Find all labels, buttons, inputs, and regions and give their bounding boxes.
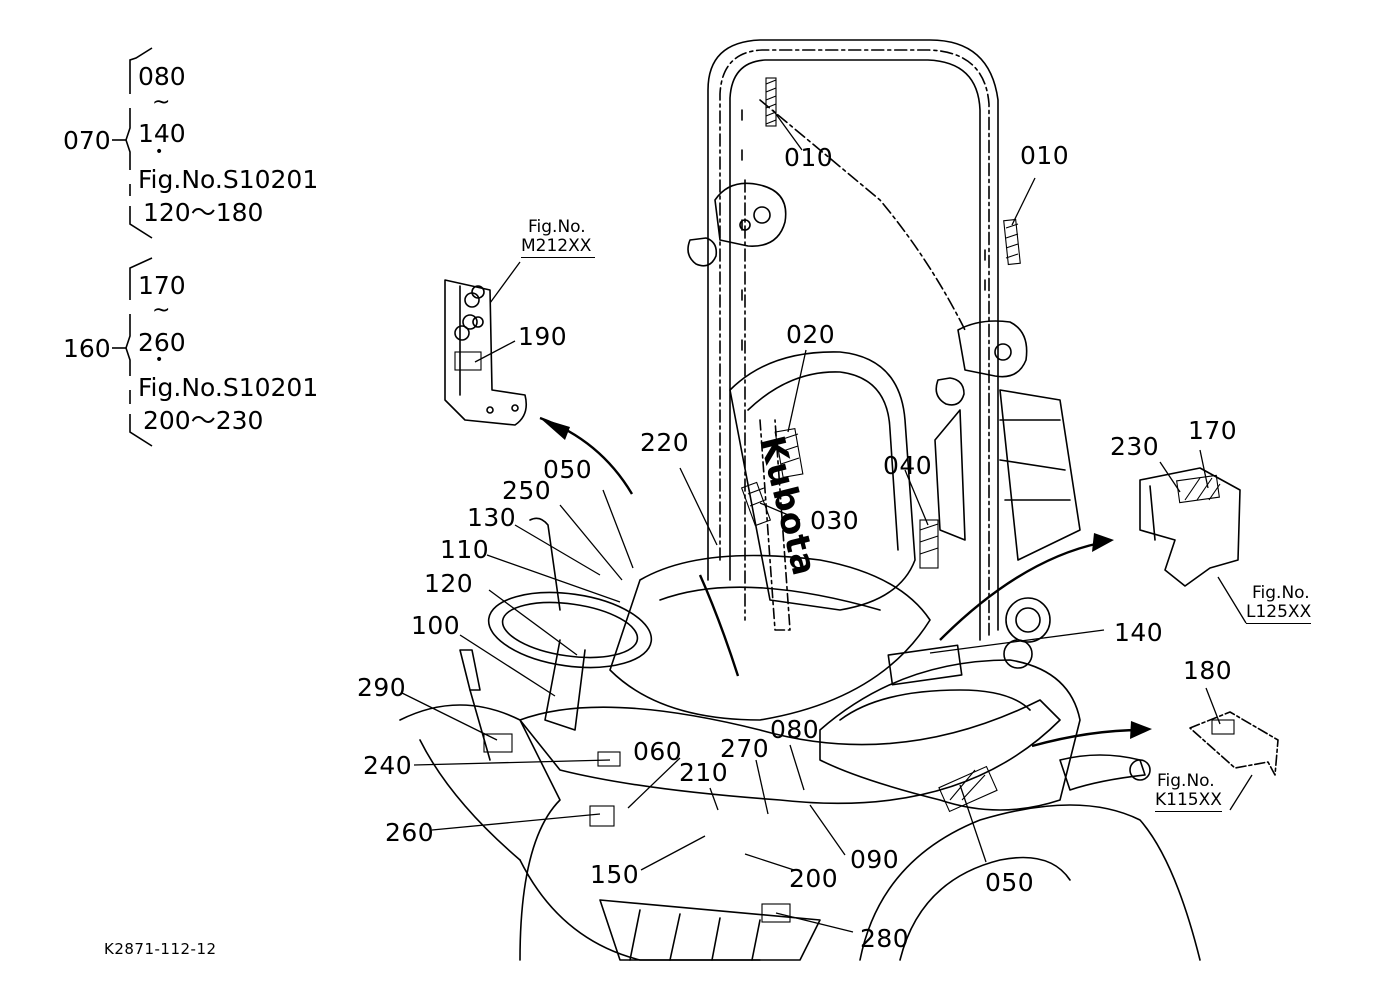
group-160-line-1: 170 xyxy=(138,271,186,300)
callout-080: 080 xyxy=(770,715,820,744)
decal-240 xyxy=(597,751,621,767)
callout-240: 240 xyxy=(363,751,413,780)
group-160-line-2: ~ xyxy=(152,298,171,323)
decal-050-b xyxy=(938,765,998,813)
group-070-line-6: 120～180 xyxy=(143,198,264,227)
decal-010-a xyxy=(765,77,777,127)
decal-280 xyxy=(761,903,791,923)
callout-170: 170 xyxy=(1188,416,1238,445)
decal-030 xyxy=(740,481,772,527)
callout-110: 110 xyxy=(440,535,490,564)
callout-130: 130 xyxy=(467,503,517,532)
bracket-k115 xyxy=(1189,711,1279,776)
decal-170 xyxy=(1176,474,1220,504)
callout-270: 270 xyxy=(720,734,770,763)
callout-180: 180 xyxy=(1183,656,1233,685)
decal-260 xyxy=(589,805,615,827)
callout-090: 090 xyxy=(850,845,900,874)
callout-050-b: 050 xyxy=(985,868,1035,897)
callout-210: 210 xyxy=(679,758,729,787)
group-160-line-6: 200～230 xyxy=(143,406,264,435)
steering-wheel xyxy=(487,591,653,669)
rear-tire xyxy=(859,804,1201,961)
group-160-line-3: 260 xyxy=(138,328,186,357)
callout-010-a: 010 xyxy=(784,143,834,172)
group-070-line-2: ~ xyxy=(152,90,171,115)
group-070-label: 070 xyxy=(63,126,111,155)
fig-ref-m212: Fig.No. M212XX xyxy=(521,217,596,259)
right-fender xyxy=(819,659,1081,811)
callout-190: 190 xyxy=(518,322,568,351)
bracket-m212 xyxy=(444,279,528,426)
decal-010-b xyxy=(1003,218,1021,266)
callout-050-a: 050 xyxy=(543,455,593,484)
callout-230: 230 xyxy=(1110,432,1160,461)
seat-back xyxy=(729,351,916,611)
seat-cushion xyxy=(609,554,931,721)
callout-290: 290 xyxy=(357,673,407,702)
group-160-line-5: Fig.No.S10201 xyxy=(138,373,319,402)
callout-120: 120 xyxy=(424,569,474,598)
fig-ref-l125-caption: Fig.No. xyxy=(1252,583,1310,603)
callout-100: 100 xyxy=(411,611,461,640)
group-160-line-4: • xyxy=(155,352,164,368)
fig-ref-m212-number: M212XX xyxy=(521,236,596,259)
rops-frame xyxy=(707,39,999,631)
callout-020: 020 xyxy=(786,320,836,349)
decal-020 xyxy=(774,427,804,479)
group-070-line-5: Fig.No.S10201 xyxy=(138,165,319,194)
fig-ref-k115: Fig.No. K115XX xyxy=(1155,771,1222,813)
callout-200: 200 xyxy=(789,864,839,893)
drawing-code: K2871-112-12 xyxy=(104,940,217,958)
bracket-l125 xyxy=(1139,467,1241,587)
callout-260: 260 xyxy=(385,818,435,847)
fig-ref-k115-caption: Fig.No. xyxy=(1157,771,1215,791)
callout-060: 060 xyxy=(633,737,683,766)
group-160-label: 160 xyxy=(63,334,111,363)
fig-ref-l125: Fig.No. L125XX xyxy=(1246,583,1312,625)
callout-280: 280 xyxy=(860,924,910,953)
fig-ref-m212-caption: Fig.No. xyxy=(528,217,586,237)
callout-250: 250 xyxy=(502,476,552,505)
callout-040: 040 xyxy=(883,451,933,480)
callout-150: 150 xyxy=(590,860,640,889)
decal-190 xyxy=(454,351,482,371)
group-070-line-4: • xyxy=(155,144,164,160)
decal-290 xyxy=(483,733,513,753)
callout-030: 030 xyxy=(810,506,860,535)
fig-ref-l125-number: L125XX xyxy=(1246,602,1312,625)
decal-040 xyxy=(919,519,939,569)
group-070-line-1: 080 xyxy=(138,62,186,91)
callout-010-b: 010 xyxy=(1020,141,1070,170)
callout-220: 220 xyxy=(640,428,690,457)
group-070-line-3: 140 xyxy=(138,119,186,148)
fig-ref-k115-number: K115XX xyxy=(1155,790,1222,813)
callout-140: 140 xyxy=(1114,618,1164,647)
decal-180 xyxy=(1211,719,1235,735)
